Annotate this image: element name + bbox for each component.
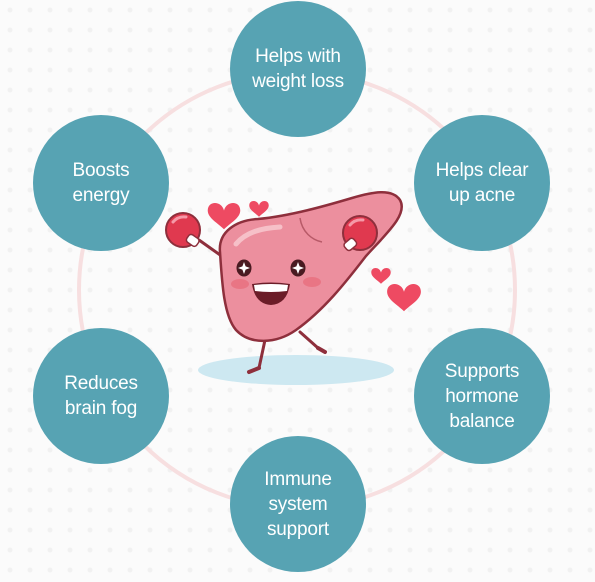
cheek (303, 277, 321, 287)
liver-inner-curve (299, 217, 323, 243)
benefit-label: Helps with weight loss (252, 46, 344, 92)
heart-icon (249, 201, 269, 217)
benefit-energy: Boosts energy (33, 115, 169, 251)
benefit-label: Immune system support (264, 468, 332, 540)
left-eye (236, 259, 252, 277)
benefit-label: Reduces brain fog (64, 373, 138, 419)
benefit-acne: Helps clear up acne (414, 115, 550, 251)
heart-icon (371, 268, 391, 284)
left-leg (257, 338, 267, 370)
left-boxing-glove (165, 212, 201, 248)
heart-icon (387, 284, 421, 312)
benefit-label: Helps clear up acne (435, 160, 529, 206)
benefit-label: Boosts energy (72, 160, 130, 206)
liver-highlight (233, 224, 283, 247)
benefit-label: Supports hormone balance (444, 360, 520, 432)
teeth (254, 284, 288, 292)
benefit-weight-loss: Helps with weight loss (230, 1, 366, 137)
left-foot (247, 366, 261, 374)
heart-icon (207, 203, 241, 230)
mascot-shadow (198, 355, 394, 385)
cheek (231, 279, 249, 289)
right-foot (316, 346, 327, 354)
right-eye (290, 259, 306, 277)
benefit-immune-support: Immune system support (230, 436, 366, 572)
right-leg (298, 330, 320, 350)
benefit-brain-fog: Reduces brain fog (33, 328, 169, 464)
benefit-hormone-balance: Supports hormone balance (414, 328, 550, 464)
right-boxing-glove (342, 215, 378, 252)
